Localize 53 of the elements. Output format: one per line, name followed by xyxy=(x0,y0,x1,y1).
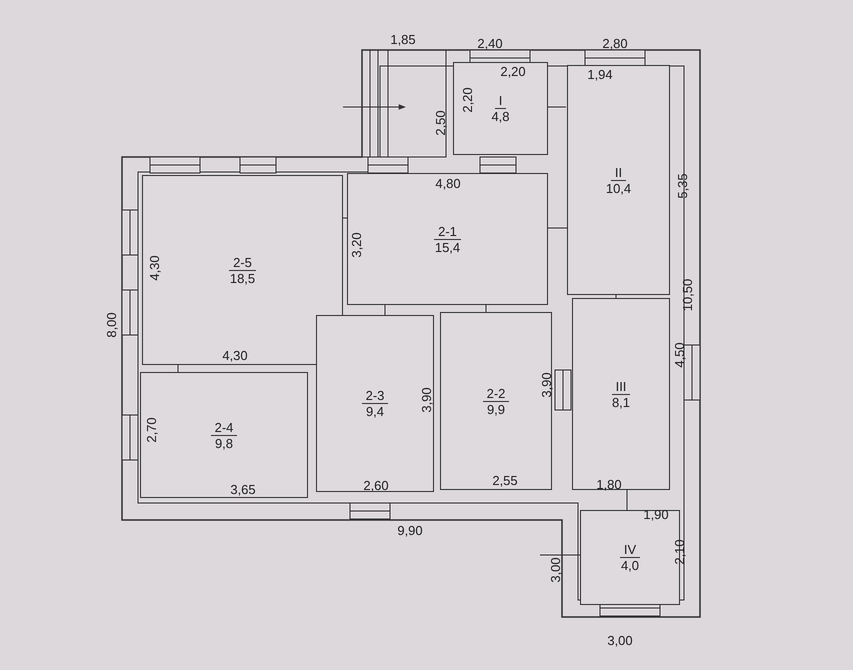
dimension-label: 1,80 xyxy=(596,478,622,492)
dimension-label: 3,90 xyxy=(420,387,434,413)
dimension-label: 4,30 xyxy=(222,349,248,363)
dimension-label: 2,80 xyxy=(602,37,628,51)
room-area: 9,8 xyxy=(214,436,234,450)
room-area: 4,8 xyxy=(491,109,510,124)
room xyxy=(567,65,670,295)
dimension-label: 2,20 xyxy=(461,87,475,113)
room xyxy=(140,372,308,498)
room xyxy=(316,315,434,492)
room-area: 4,0 xyxy=(620,558,640,573)
dimension-label: 2,40 xyxy=(477,37,503,51)
room-number: 2-2 xyxy=(482,386,510,402)
room-number: 2-4 xyxy=(210,420,238,436)
room xyxy=(572,298,670,490)
dimension-label: 4,80 xyxy=(435,177,461,191)
room-number: 2-5 xyxy=(229,254,256,270)
dimension-label: 3,65 xyxy=(230,483,256,497)
room-number: 2-1 xyxy=(434,224,461,240)
dimension-label: 4,50 xyxy=(673,342,687,368)
dimension-label: 1,94 xyxy=(587,68,613,82)
room-number: 2-3 xyxy=(362,388,388,404)
dimension-label: 3,90 xyxy=(540,372,554,398)
room-area: 9,9 xyxy=(486,402,506,416)
dimension-label: 10,50 xyxy=(681,278,695,312)
dimension-label: 2,60 xyxy=(363,479,389,493)
room-area: 8,1 xyxy=(612,394,630,410)
room xyxy=(440,312,552,490)
room-area: 10,4 xyxy=(606,180,632,196)
room-area: 18,5 xyxy=(230,270,256,286)
dimension-label: 4,30 xyxy=(148,255,162,281)
dimension-label: 2,10 xyxy=(673,539,687,565)
room xyxy=(347,173,548,305)
dimension-label: 5,35 xyxy=(676,173,690,199)
room-area: 15,4 xyxy=(434,240,460,254)
dimension-label: 1,90 xyxy=(643,508,669,522)
room-number: II xyxy=(610,164,626,180)
dimension-label: 2,55 xyxy=(492,474,518,488)
dimension-label: 3,00 xyxy=(607,634,633,648)
room-area: 9,4 xyxy=(366,404,384,419)
dimension-label: 3,20 xyxy=(350,232,364,258)
room-number: III xyxy=(612,378,630,394)
room-number: IV xyxy=(620,542,640,558)
dimension-label: 2,20 xyxy=(500,65,526,79)
dimension-label: 8,00 xyxy=(105,312,119,338)
dimension-label: 2,50 xyxy=(434,110,448,136)
dimension-label: 3,00 xyxy=(549,557,563,583)
dimension-label: 2,70 xyxy=(145,417,159,443)
dimension-label: 9,90 xyxy=(397,524,423,538)
dimension-label: 1,85 xyxy=(390,33,416,47)
room xyxy=(142,175,343,365)
room xyxy=(453,62,548,155)
room-number: I xyxy=(494,93,506,109)
